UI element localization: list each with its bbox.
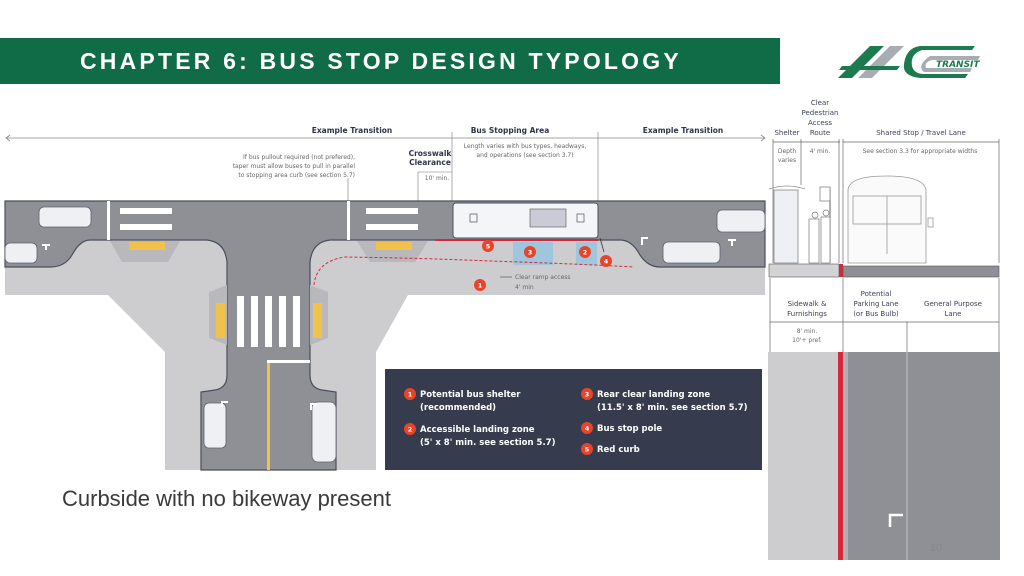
length-note-1: Length varies with bus types, headways, [464, 143, 587, 150]
legend-num-3: 3 [585, 391, 590, 399]
pullout-note-3: to stopping area curb (see section 5.7) [238, 172, 355, 179]
page-number: 10 [930, 542, 943, 554]
legend-item-5: Red curb [597, 445, 640, 455]
marker-2: 2 [583, 249, 588, 257]
marker-3: 3 [528, 249, 533, 257]
route-width: 4' min. [810, 148, 831, 155]
cross-section: Clear Pedestrian Access Route Shelter Sh… [768, 99, 1000, 560]
legend-item-1-detail: (recommended) [420, 403, 496, 413]
general-2: Lane [945, 310, 962, 318]
crosswalk-zebra [237, 296, 300, 347]
pullout-taper-path [313, 256, 635, 286]
legend: 1 Potential bus shelter (recommended) 2 … [385, 369, 762, 470]
legend-num-2: 2 [408, 426, 413, 434]
legend-num-5: 5 [585, 446, 590, 454]
sidewalk-1: Sidewalk & [788, 300, 827, 308]
sidewalk-width-1: 8' min. [797, 328, 818, 335]
marker-4: 4 [604, 258, 609, 266]
shared-note: See section 3.3 for appropriate widths [863, 148, 978, 155]
shared-lane-label: Shared Stop / Travel Lane [876, 129, 966, 137]
legend-item-3-detail: (11.5' x 8' min. see section 5.7) [597, 403, 748, 413]
legend-item-1: Potential bus shelter [420, 390, 521, 400]
legend-num-4: 4 [585, 425, 590, 433]
slide-caption: Curbside with no bikeway present [62, 486, 391, 511]
parking-2: Parking Lane [853, 300, 898, 308]
logo-text: TRANSIT [936, 60, 980, 70]
crosswalk-clearance-2: Clearance [409, 158, 451, 167]
legend-item-2: Accessible landing zone [420, 425, 535, 435]
general-1: General Purpose [924, 300, 982, 308]
label-example-transition-right: Example Transition [643, 126, 724, 135]
clear-route-3: Access [808, 119, 832, 127]
legend-item-2-detail: (5' x 8' min. see section 5.7) [420, 438, 556, 448]
bus-top-view [452, 202, 605, 253]
clear-route-2: Pedestrian [802, 109, 839, 117]
bus-front-icon [847, 175, 934, 264]
pullout-note-1: If bus pullout required (not prefered), [243, 154, 355, 161]
plan-view: 5 3 2 4 1 Clear ramp access 4' min [4, 200, 766, 471]
label-bus-stopping-area: Bus Stopping Area [471, 126, 550, 135]
sidewalk-2: Furnishings [787, 310, 827, 318]
clear-ramp-access-value: 4' min [515, 284, 534, 291]
legend-num-1: 1 [408, 391, 413, 399]
depth-2: varies [778, 157, 796, 164]
page-title: CHAPTER 6: BUS STOP DESIGN TYPOLOGY [80, 48, 682, 74]
crosswalk-top [107, 201, 418, 240]
crosswalk-clearance-1: Crosswalk [409, 149, 453, 158]
depth-1: Depth [778, 148, 796, 155]
sidewalk-width-2: 10'+ pref. [792, 337, 822, 344]
curb-ramps [110, 241, 428, 345]
label-example-transition-left: Example Transition [312, 126, 393, 135]
plan-markers: 5 3 2 4 1 [474, 240, 612, 291]
ac-transit-logo: TRANSIT [838, 46, 980, 78]
marker-1: 1 [478, 282, 483, 290]
cars [4, 206, 766, 463]
length-note-2: and operations (see section 3.7) [476, 152, 573, 159]
clear-ramp-access-label: Clear ramp access [515, 274, 571, 281]
title-bar [0, 38, 780, 84]
pedestrians-icon [808, 209, 831, 264]
legend-item-3: Rear clear landing zone [597, 390, 710, 400]
legend-item-4: Bus stop pole [597, 424, 662, 434]
parking-1: Potential [861, 290, 892, 298]
clear-route-1: Clear [811, 99, 829, 107]
crosswalk-clearance-value: 10' min. [425, 175, 450, 182]
plan-dimensions: Example Transition Bus Stopping Area Exa… [5, 126, 766, 238]
marker-5: 5 [486, 243, 491, 251]
clear-route-4: Route [810, 129, 830, 137]
shelter-icon [768, 185, 806, 264]
pullout-note-2: taper must allow buses to pull in parall… [233, 163, 356, 170]
parking-3: (or Bus Bulb) [853, 310, 899, 318]
shelter-label: Shelter [774, 129, 799, 137]
